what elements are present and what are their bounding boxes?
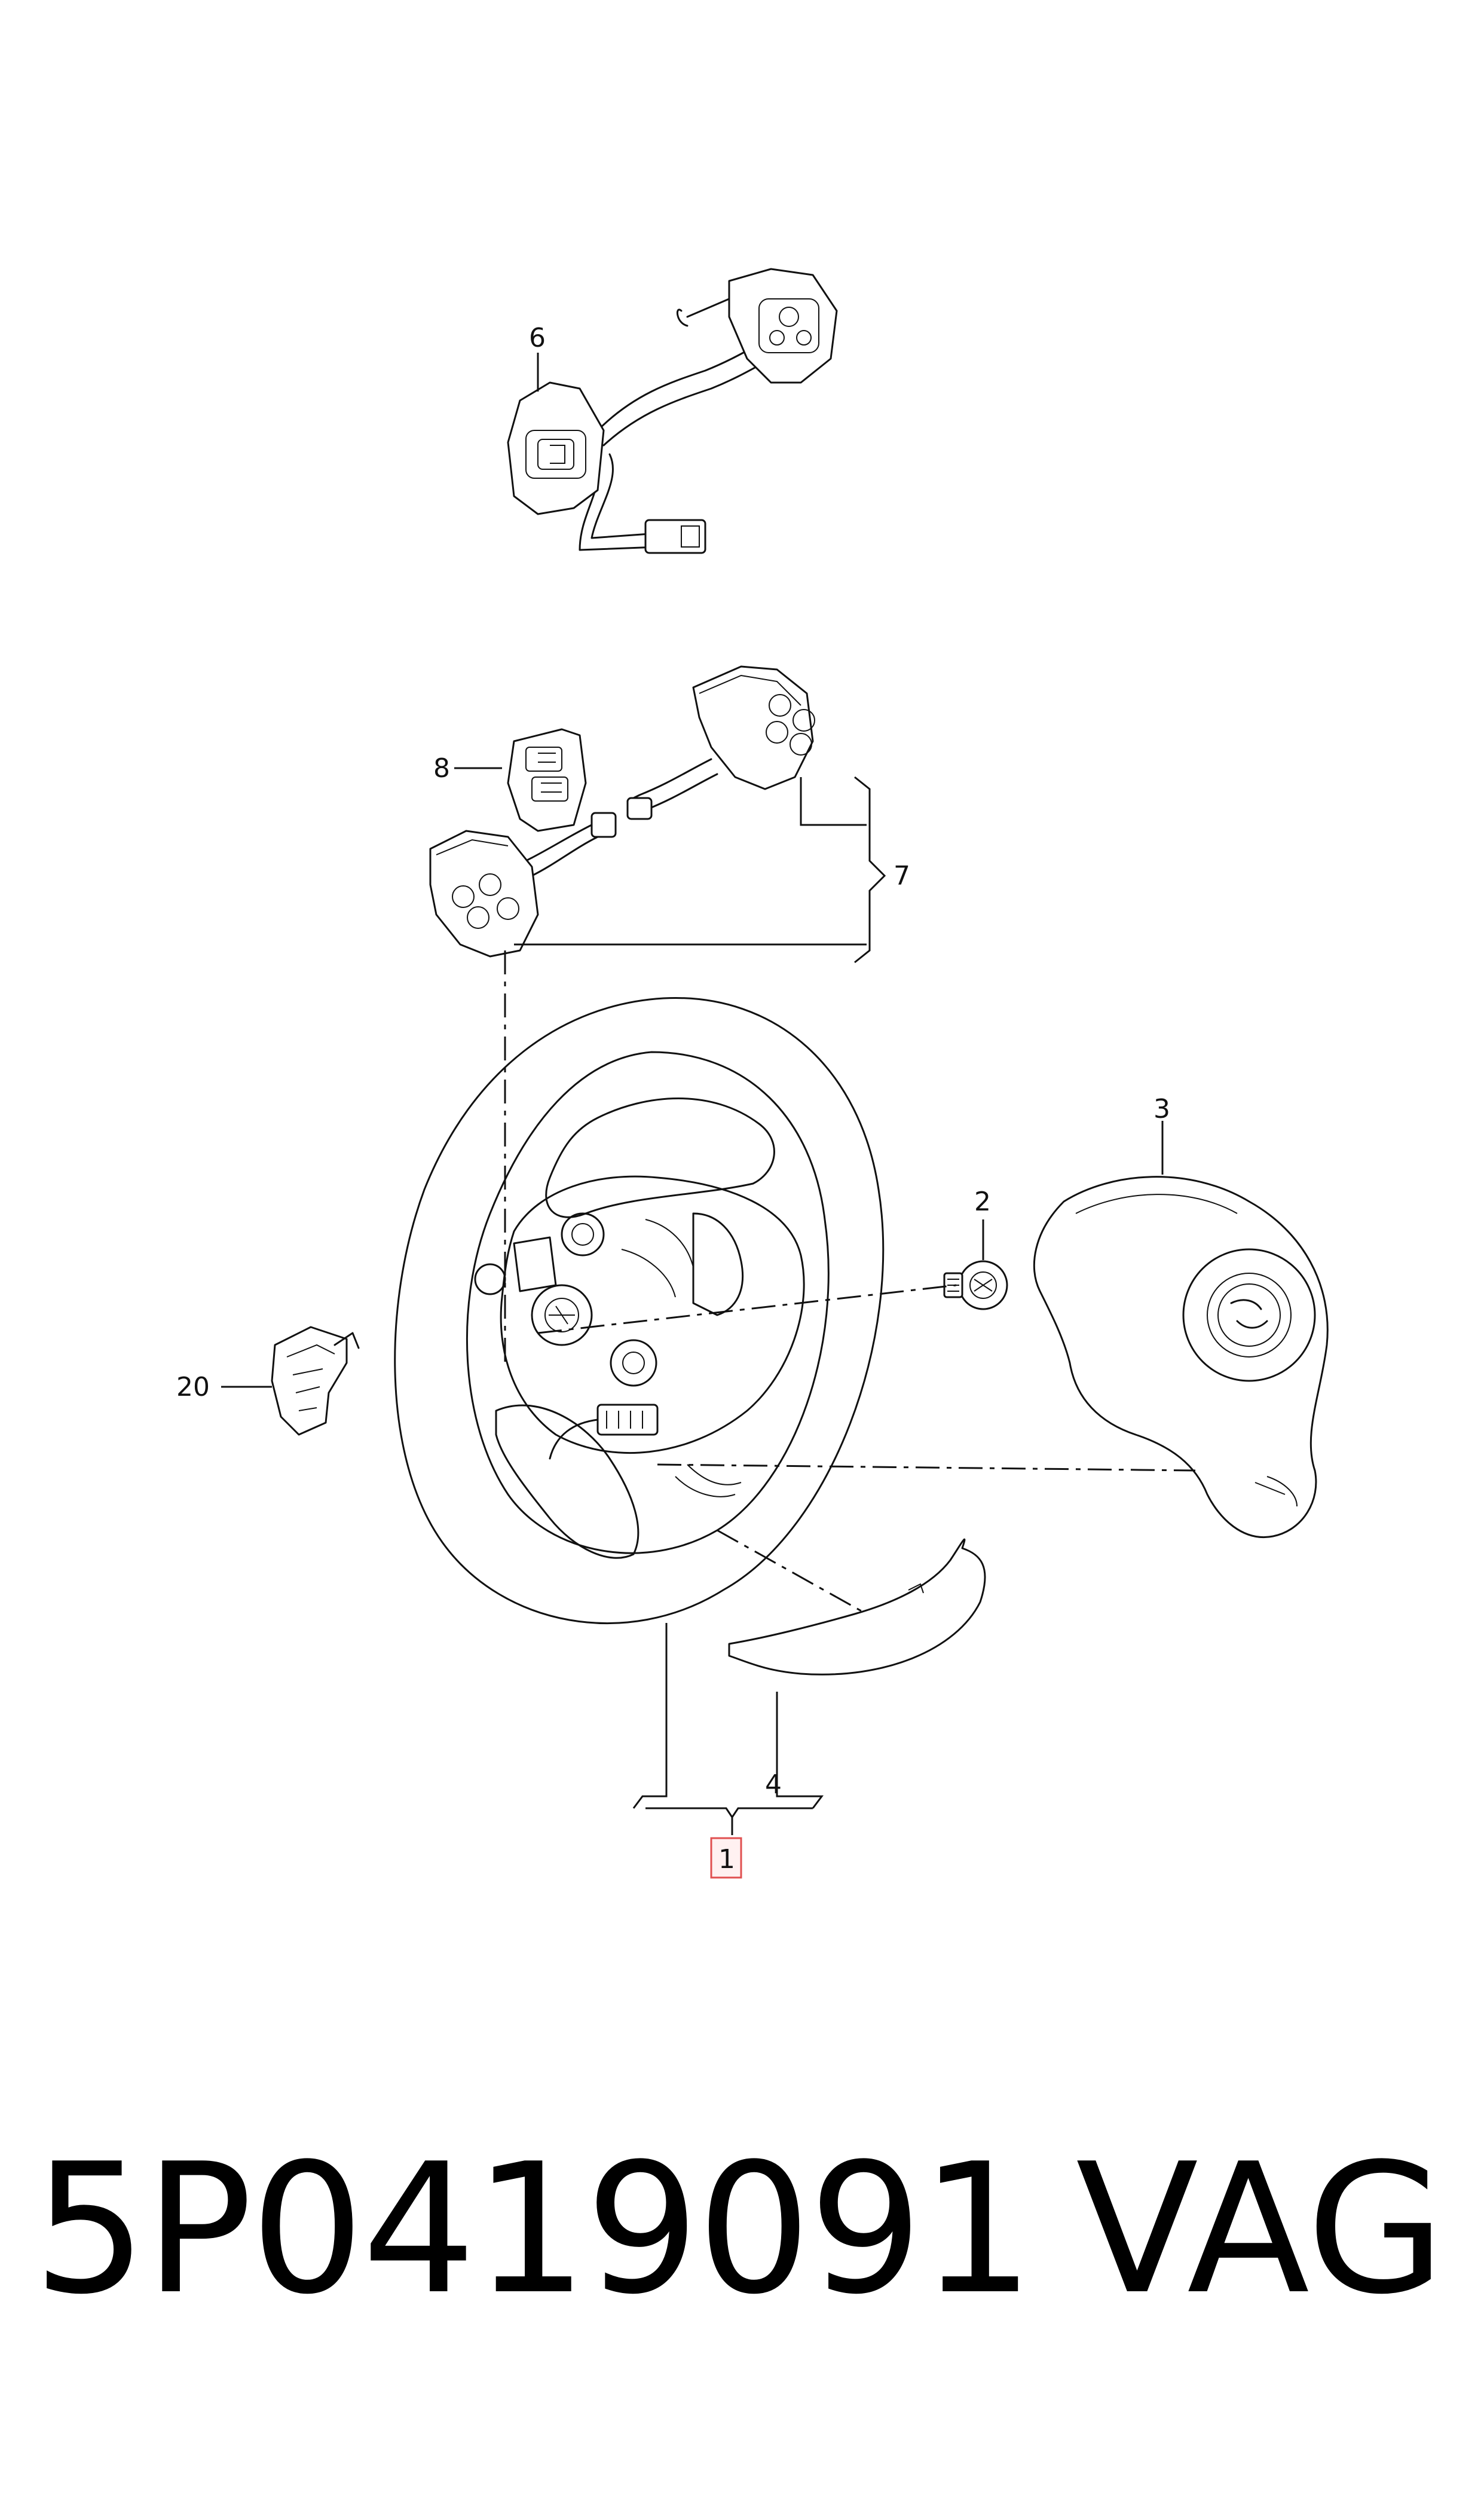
part-8-switch-module[interactable] <box>454 728 587 832</box>
callout-20: 20 <box>176 1372 210 1402</box>
part-1-steering-wheel[interactable] <box>394 996 885 1625</box>
callout-4: 4 <box>765 1769 782 1800</box>
part-4-trim-cover[interactable] <box>728 1538 986 1676</box>
leader-1a <box>632 1623 668 1809</box>
part-7-switch-panels[interactable] <box>429 665 886 964</box>
part-20-clip[interactable] <box>221 1326 360 1436</box>
footer-part-number: 5P0419091 <box>33 2125 1035 2334</box>
highlight-box-1 <box>710 1837 742 1879</box>
callout-6: 6 <box>529 323 546 353</box>
footer-manufacturer: VAG <box>1076 2125 1446 2334</box>
callout-3: 3 <box>1153 1094 1170 1124</box>
bracket-1 <box>645 1807 813 1819</box>
callout-1: 1 <box>718 1844 735 1875</box>
assembly-lines <box>504 950 1196 1615</box>
part-3-airbag-unit[interactable] <box>1033 1121 1329 1538</box>
callout-7: 7 <box>894 861 910 891</box>
leader-4 <box>776 1692 824 1809</box>
callout-2: 2 <box>974 1187 991 1217</box>
callout-8: 8 <box>433 753 450 784</box>
part-2-bolt[interactable] <box>943 1219 1008 1310</box>
part-6-switch-set[interactable] <box>507 268 838 554</box>
